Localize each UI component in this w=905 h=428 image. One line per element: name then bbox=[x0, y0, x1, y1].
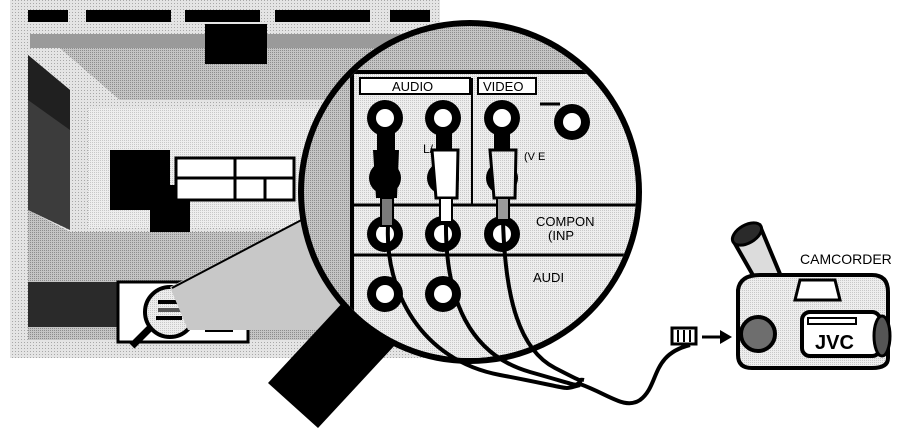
input-label-fragment: L/ bbox=[423, 142, 434, 156]
audio-label: AUDIO bbox=[392, 79, 433, 94]
audio-out-label: AUDI bbox=[533, 270, 564, 285]
video-label: VIDEO bbox=[483, 79, 523, 94]
camcorder-plug bbox=[670, 326, 698, 346]
camcorder-brand-logo: JVC bbox=[815, 332, 854, 354]
arrow-icon bbox=[702, 330, 732, 344]
audio-right-plug bbox=[430, 130, 460, 223]
component-label: COMPON bbox=[536, 214, 595, 229]
component-sub-label: (INP bbox=[548, 228, 574, 243]
socket-row-top bbox=[367, 100, 520, 136]
magnifier-handle bbox=[268, 300, 395, 428]
camcorder-label: CAMCORDER bbox=[800, 251, 892, 267]
socket-row-component bbox=[367, 216, 520, 252]
av-cables bbox=[385, 219, 691, 406]
camcorder: JVC CAMCORDER bbox=[670, 221, 892, 370]
video-socket-label: (V E bbox=[524, 151, 545, 163]
